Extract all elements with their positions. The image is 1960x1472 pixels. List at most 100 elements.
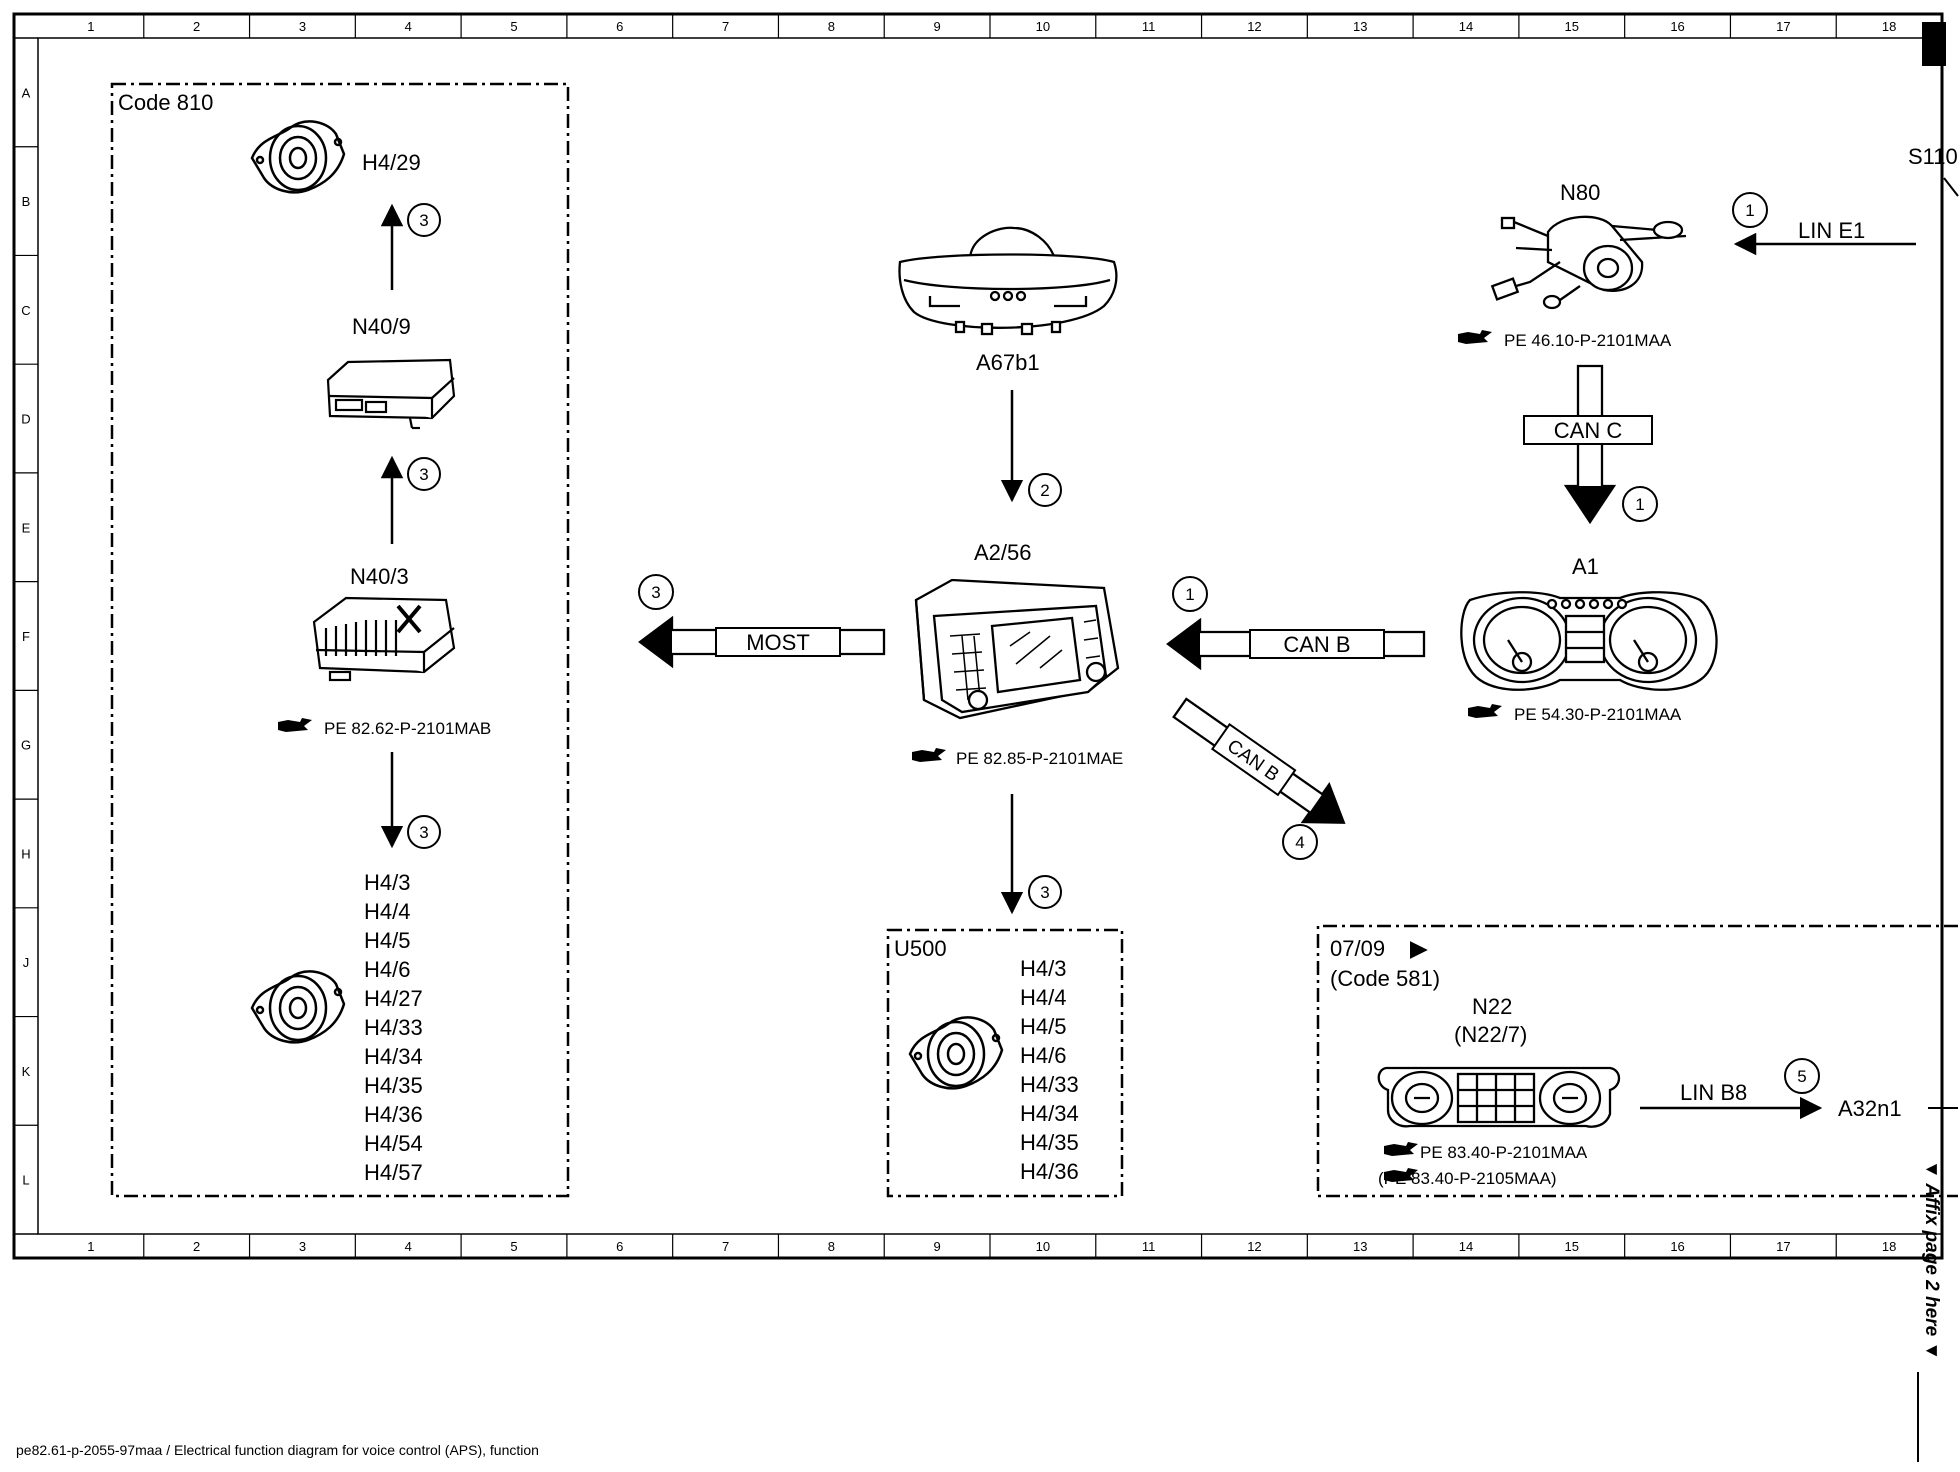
component-n40-9: N40/9: [326, 314, 456, 430]
grid-column-label: 10: [1036, 19, 1050, 34]
grid-column-label: 9: [933, 19, 940, 34]
grid-column-label: 7: [722, 1239, 729, 1254]
speaker-label: H4/6: [364, 957, 410, 982]
lin-e1-label: LIN E1: [1798, 218, 1865, 243]
grid-column-label: 6: [616, 19, 623, 34]
grid-column-label: 15: [1565, 1239, 1579, 1254]
grid-column-label: 1: [87, 19, 94, 34]
component-n40-3: N40/3 PE 82.62-P-2101MAB: [278, 564, 491, 738]
grid-row-label: A: [22, 85, 31, 100]
instrument-cluster-icon: [1460, 591, 1718, 691]
grid-row-label: K: [22, 1064, 31, 1079]
grid-column-label: 8: [828, 19, 835, 34]
grid-column-label: 16: [1670, 1239, 1684, 1254]
n40-3-label: N40/3: [350, 564, 409, 589]
can-b-in-label: CAN B: [1283, 632, 1350, 657]
connection-most: MOST 3: [638, 574, 886, 669]
speaker-h4-29: H4/29: [250, 120, 421, 194]
connection-n40-3-to-n40-9: 3: [380, 455, 441, 544]
component-a32n1: A32n1: [1838, 1096, 1958, 1121]
component-n80: N80 PE 46.10-P-2101MAA: [1458, 180, 1687, 350]
code-810-group: Code 810: [110, 82, 570, 1198]
connection-lin-b8: LIN B8 5: [1640, 1058, 1823, 1120]
grid-column-label: 9: [933, 1239, 940, 1254]
speaker-label: H4/3: [364, 870, 410, 895]
lin-b8-label: LIN B8: [1680, 1080, 1747, 1105]
caption: pe82.61-p-2055-97maa / Electrical functi…: [16, 1442, 539, 1458]
grid-column-label: 14: [1459, 1239, 1473, 1254]
steering-column-module-icon: [1490, 215, 1687, 310]
connection-can-c: CAN C 1: [1523, 364, 1658, 525]
grid-column-label: 10: [1036, 1239, 1050, 1254]
grid-column-label: 12: [1247, 1239, 1261, 1254]
a1-label: A1: [1572, 554, 1599, 579]
grid-row-label: G: [21, 738, 31, 753]
grid-column-label: 8: [828, 1239, 835, 1254]
speaker-label: H4/33: [1020, 1072, 1079, 1097]
grid-row-label: B: [22, 194, 31, 209]
grid-column-label: 3: [299, 19, 306, 34]
connection-can-b-in: CAN B 1: [1166, 576, 1426, 671]
grid-column-label: 5: [510, 1239, 517, 1254]
component-a2-56: A2/56 PE 82.85-P-2101MAE: [912, 540, 1123, 768]
grid-column-label: 14: [1459, 19, 1473, 34]
grid-row-label: J: [23, 955, 30, 970]
speaker-icon: [908, 1016, 1004, 1090]
grid-column-label: 12: [1247, 19, 1261, 34]
u500-group: U500 H4/3 H4/4 H4/5 H4/6 H4/33 H4/34 H4/…: [886, 928, 1124, 1198]
speaker-icon: [250, 970, 346, 1044]
affix-note: ▼ Affix page 2 here ▼: [1921, 1160, 1942, 1360]
speaker-label: H4/57: [364, 1160, 423, 1185]
speaker-label: H4/6: [1020, 1043, 1066, 1068]
grid-column-label: 16: [1670, 19, 1684, 34]
connection-can-b-out: CAN B 4: [1172, 697, 1346, 860]
n40-3-to-speakers-num: 3: [419, 823, 428, 842]
speaker-label: H4/35: [364, 1073, 423, 1098]
speaker-label: H4/36: [364, 1102, 423, 1127]
grid-column-label: 2: [193, 1239, 200, 1254]
n22-ref1: PE 83.40-P-2101MAA: [1420, 1143, 1588, 1162]
corner-marker: [1922, 22, 1946, 66]
can-c-num: 1: [1635, 495, 1644, 514]
pointer-icon: [278, 718, 312, 732]
speaker-label: H4/36: [1020, 1159, 1079, 1184]
speaker-label: H4/5: [364, 928, 410, 953]
code-810-label: Code 810: [118, 90, 213, 115]
n40-3-to-n40-9-num: 3: [419, 465, 428, 484]
connection-a2-to-u500: 3: [1000, 794, 1062, 915]
speaker-group-left: H4/3 H4/4 H4/5 H4/6 H4/27 H4/33 H4/34 H4…: [250, 870, 423, 1185]
speaker-icon: [250, 120, 346, 194]
component-a1: A1 PE 54.30-P-2101MAA: [1460, 554, 1718, 724]
connection-n40-3-to-speakers: 3: [380, 752, 441, 849]
n40-9-to-h4-29-num: 3: [419, 211, 428, 230]
grid-column-label: 2: [193, 19, 200, 34]
a67b1-label: A67b1: [976, 350, 1040, 375]
code-581-label: (Code 581): [1330, 966, 1440, 991]
n22-label: N22: [1472, 994, 1512, 1019]
grid-column-label: 4: [405, 19, 412, 34]
n40-9-label: N40/9: [352, 314, 411, 339]
a2-56-label: A2/56: [974, 540, 1032, 565]
pointer-icon: [912, 748, 946, 762]
grid-column-label: 1: [87, 1239, 94, 1254]
speaker-label: H4/3: [1020, 956, 1066, 981]
a1-ref: PE 54.30-P-2101MAA: [1514, 705, 1682, 724]
grid-column-label: 3: [299, 1239, 306, 1254]
pointer-icon: [1468, 704, 1502, 718]
s110-label: S110: [1908, 144, 1958, 169]
lin-b8-num: 5: [1797, 1067, 1806, 1086]
mirror-microphone-icon: [898, 226, 1118, 336]
n40-3-ref: PE 82.62-P-2101MAB: [324, 719, 491, 738]
code-581-group: 07/09 (Code 581): [1316, 924, 1958, 1198]
pointer-icon: [1384, 1168, 1418, 1182]
h4-29-label: H4/29: [362, 150, 421, 175]
speaker-label: H4/34: [1020, 1101, 1079, 1126]
grid-column-label: 17: [1776, 1239, 1790, 1254]
lin-e1-num: 1: [1745, 201, 1754, 220]
climate-control-icon: [1377, 1066, 1621, 1128]
pointer-icon: [1384, 1142, 1418, 1156]
most-label: MOST: [746, 630, 810, 655]
